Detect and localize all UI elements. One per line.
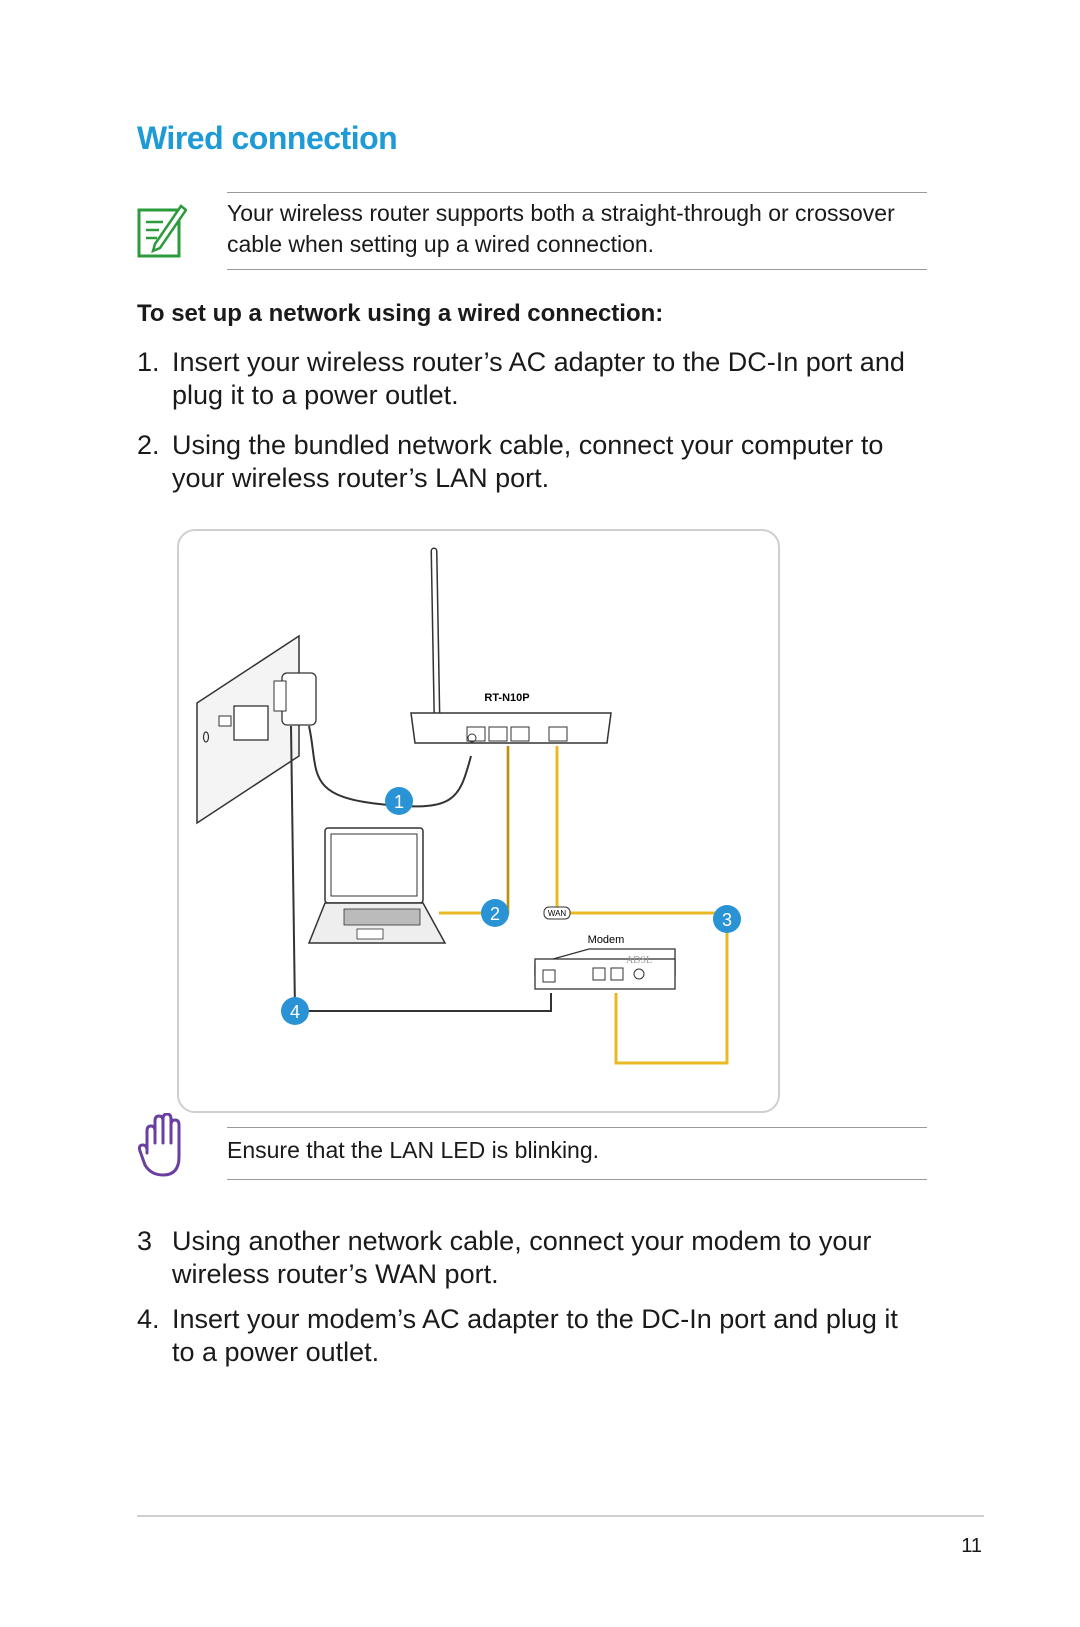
modem-label: Modem	[588, 934, 625, 946]
callout-1: 1	[385, 787, 413, 815]
note-text: Your wireless router supports both a str…	[227, 200, 895, 257]
svg-text:2: 2	[490, 904, 500, 924]
wan-tag: WAN	[548, 909, 567, 918]
caution-bottom-rule	[227, 1179, 927, 1180]
step-text: Insert your wireless router’s AC adapter…	[172, 347, 905, 410]
router	[410, 547, 612, 744]
diagram-svg: RT-N10P Modem ADSL WAN 1	[196, 547, 741, 1065]
caution-top-rule	[227, 1127, 927, 1128]
step-text: Using the bundled network cable, connect…	[172, 430, 884, 493]
step-number: 2.	[137, 430, 160, 460]
wired-connection-diagram: RT-N10P Modem ADSL WAN 1	[177, 529, 780, 1113]
note-pencil-icon	[137, 204, 187, 258]
footer-rule	[137, 1515, 984, 1517]
step-text: Insert your modem’s AC adapter to the DC…	[172, 1304, 898, 1367]
modem-brand: ADSL	[626, 955, 652, 966]
step-number: 3	[137, 1226, 153, 1256]
caution-box: Ensure that the LAN LED is blinking.	[137, 1113, 927, 1191]
modem	[534, 948, 676, 990]
procedure-heading: To set up a network using a wired connec…	[137, 300, 664, 327]
note-box: Your wireless router supports both a str…	[137, 192, 927, 272]
section-title: Wired connection	[137, 120, 398, 156]
step-number: 1.	[137, 347, 160, 377]
note-bottom-rule	[227, 269, 927, 270]
note-top-rule	[227, 192, 927, 193]
callout-2: 2	[481, 899, 509, 927]
callout-4: 4	[281, 997, 309, 1025]
router-model-label: RT-N10P	[484, 692, 529, 704]
step-text: Using another network cable, connect you…	[172, 1226, 872, 1289]
laptop	[307, 827, 447, 944]
caution-text: Ensure that the LAN LED is blinking.	[227, 1137, 600, 1163]
svg-text:4: 4	[290, 1002, 300, 1022]
callout-3: 3	[713, 905, 741, 933]
page-number: 11	[961, 1535, 982, 1557]
svg-text:3: 3	[722, 910, 732, 930]
step-number: 4.	[137, 1304, 160, 1334]
caution-hand-icon	[137, 1113, 181, 1177]
svg-text:1: 1	[394, 792, 404, 812]
wall-outlet	[196, 634, 317, 825]
